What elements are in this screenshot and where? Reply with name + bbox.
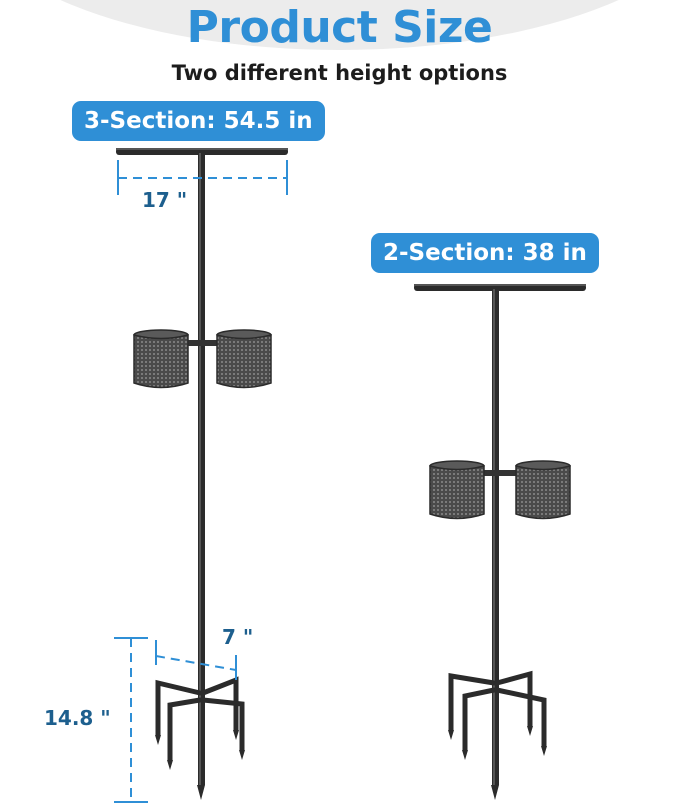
- two-section-left-basket: [429, 460, 485, 520]
- base-height-dimension: [114, 637, 148, 803]
- page-title: Product Size: [186, 2, 493, 53]
- two-section-base-prongs: [448, 670, 547, 753]
- base-width-label: 7 ": [222, 625, 254, 649]
- arm-width-dimension: [117, 160, 288, 195]
- three-section-right-basket: [216, 329, 272, 389]
- three-section-left-basket: [133, 329, 189, 389]
- three-section-height-badge: 3-Section: 54.5 in: [72, 101, 325, 141]
- base-height-label: 14.8 ": [44, 706, 111, 730]
- two-section-stand: [414, 284, 586, 800]
- two-section-height-badge: 2-Section: 38 in: [371, 233, 599, 273]
- page-subtitle: Two different height options: [171, 61, 508, 85]
- two-section-right-basket: [515, 460, 571, 520]
- two-section-pole: [492, 289, 499, 785]
- base-width-dimension: [155, 640, 237, 680]
- three-section-stand: [114, 148, 288, 803]
- three-section-pole: [198, 153, 205, 785]
- arm-width-label: 17 ": [142, 188, 188, 212]
